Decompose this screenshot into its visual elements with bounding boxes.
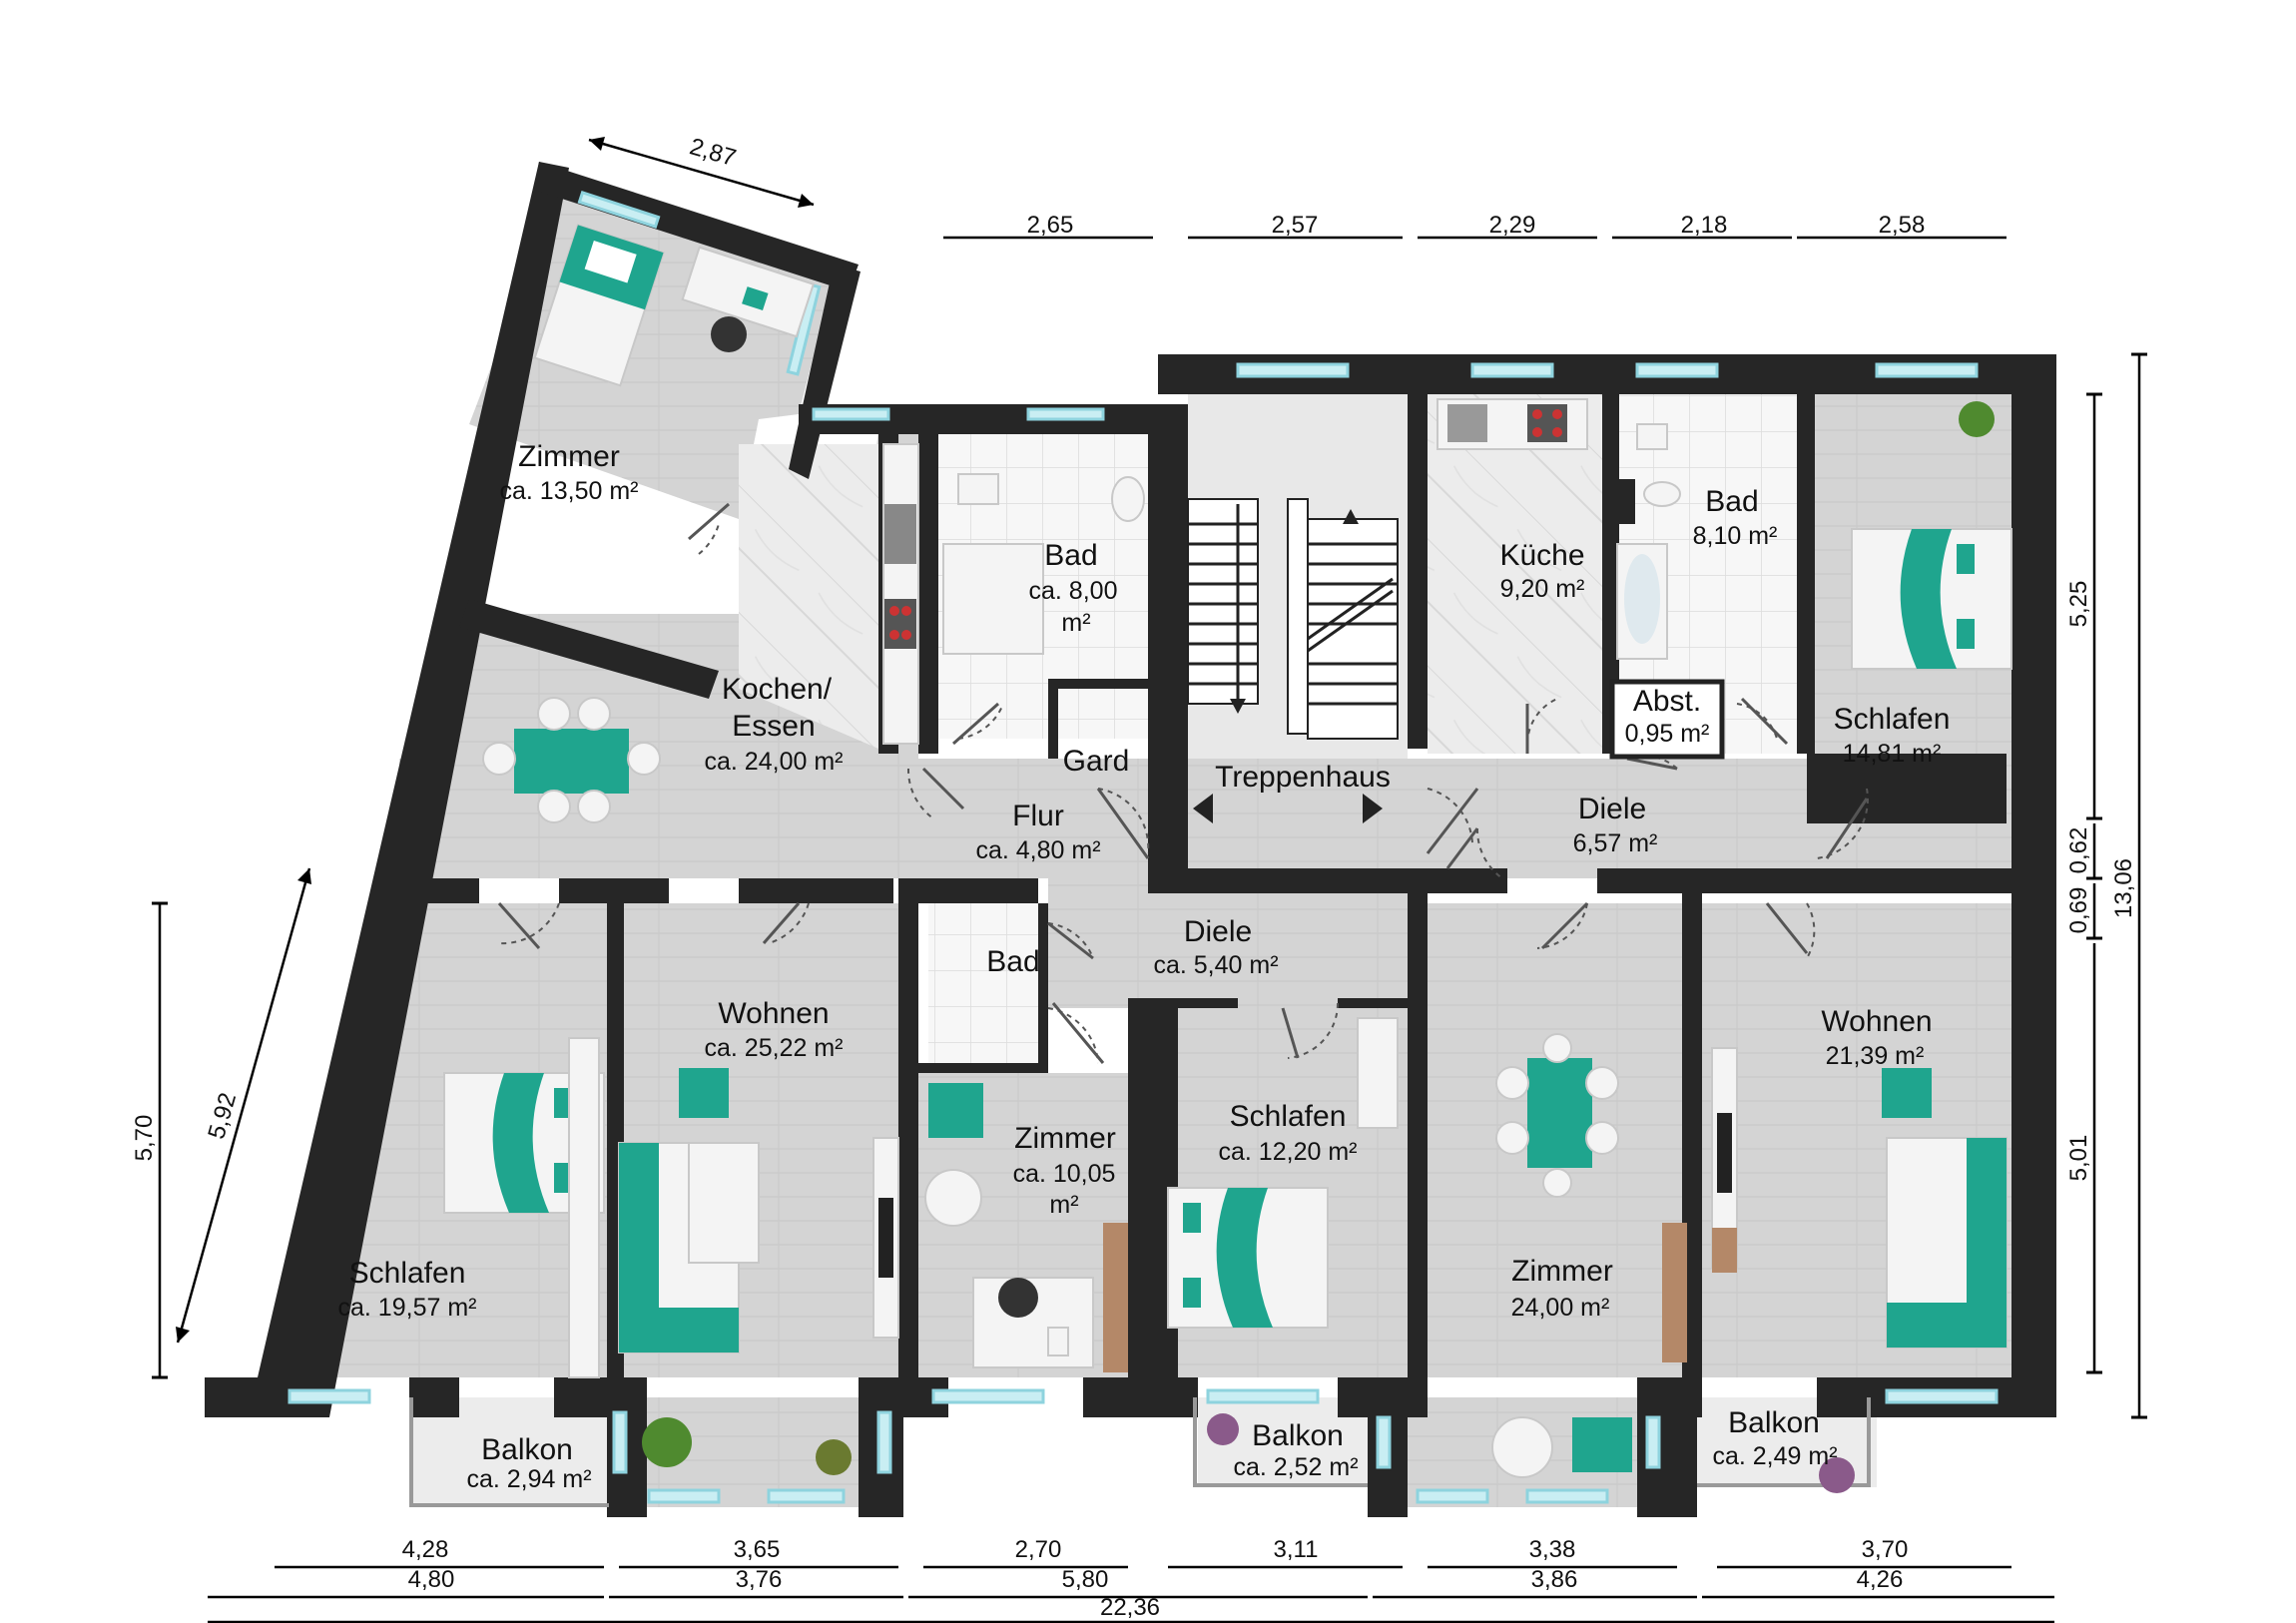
room-name-diele-c: Diele xyxy=(1184,915,1252,948)
room-name-gard: Gard xyxy=(1063,745,1130,778)
room-name-bad-1: Bad xyxy=(1044,539,1097,572)
dim-bottom-row2: 4,80 3,76 5,80 3,86 4,26 xyxy=(208,1566,2054,1599)
room-area-bad-1-line2: m² xyxy=(1061,609,1090,637)
dim-top-row: 2,65 2,57 2,29 2,18 2,58 xyxy=(943,212,2007,240)
room-name-flur: Flur xyxy=(1012,800,1064,832)
dim-bottom1-1: 4,28 xyxy=(402,1536,449,1563)
dim-bottom2-4: 3,86 xyxy=(1531,1566,1578,1593)
dim-right-1: 5,25 xyxy=(2065,581,2092,628)
room-name-zimmer-nw: Zimmer xyxy=(518,440,620,473)
dim-bottom1-6: 3,70 xyxy=(1862,1536,1909,1563)
dim-right-4: 5,01 xyxy=(2065,1135,2092,1182)
dim-bottom1-3: 2,70 xyxy=(1015,1536,1062,1563)
room-area-zimmer-c-line1: ca. 10,05 xyxy=(1013,1160,1116,1188)
room-area-kochen: ca. 24,00 m² xyxy=(705,748,844,776)
room-area-wohnen-1: ca. 25,22 m² xyxy=(705,1034,844,1062)
room-name-balkon-3: Balkon xyxy=(1728,1406,1820,1439)
room-name-bad-3: Bad xyxy=(986,945,1039,978)
room-name-zimmer-se: Zimmer xyxy=(1511,1255,1613,1288)
room-name-kochen-line2: Essen xyxy=(732,710,815,743)
dim-bottom2-3: 5,80 xyxy=(1062,1566,1109,1593)
room-area-schlafen-ne: 14,81 m² xyxy=(1843,740,1942,768)
room-name-schlafen-ne: Schlafen xyxy=(1834,703,1951,736)
staircase xyxy=(1187,498,1399,823)
room-area-flur: ca. 4,80 m² xyxy=(975,836,1100,864)
dim-top-4: 2,18 xyxy=(1681,212,1728,239)
dim-right-3: 0,69 xyxy=(2065,887,2092,934)
room-name-wohnen-1: Wohnen xyxy=(718,997,829,1030)
dim-top-5: 2,58 xyxy=(1879,212,1926,239)
room-area-abst: 0,95 m² xyxy=(1625,720,1710,748)
room-name-balkon-1: Balkon xyxy=(481,1433,573,1466)
room-area-diele-e: 6,57 m² xyxy=(1573,829,1658,857)
room-area-kueche: 9,20 m² xyxy=(1500,575,1585,603)
furniture xyxy=(443,224,2012,1493)
room-name-schlafen-sw: Schlafen xyxy=(349,1257,466,1290)
dim-left-vert: 5,70 xyxy=(131,1115,158,1162)
dim-top-diag: 2,87 xyxy=(687,133,739,172)
dim-bottom2-2: 3,76 xyxy=(736,1566,783,1593)
room-name-abst: Abst. xyxy=(1633,685,1701,718)
dim-top-1: 2,65 xyxy=(1027,212,1074,239)
room-name-wohnen-2: Wohnen xyxy=(1821,1005,1932,1038)
room-name-schlafen-c: Schlafen xyxy=(1230,1100,1347,1133)
room-area-balkon-1: ca. 2,94 m² xyxy=(466,1465,591,1493)
room-area-balkon-3: ca. 2,49 m² xyxy=(1712,1442,1837,1470)
doors xyxy=(497,502,1869,1064)
dim-bottom1-2: 3,65 xyxy=(734,1536,781,1563)
dim-bottom2-1: 4,80 xyxy=(408,1566,455,1593)
room-labels: Zimmer ca. 13,50 m² Kochen/ Essen ca. 24… xyxy=(338,440,1951,1493)
room-area-schlafen-c: ca. 12,20 m² xyxy=(1219,1138,1358,1166)
room-name-balkon-2: Balkon xyxy=(1252,1419,1344,1452)
room-area-schlafen-sw: ca. 19,57 m² xyxy=(338,1294,477,1322)
room-area-zimmer-c-line2: m² xyxy=(1049,1191,1078,1219)
room-area-bad-2: 8,10 m² xyxy=(1693,522,1778,550)
room-area-zimmer-se: 24,00 m² xyxy=(1511,1294,1610,1322)
room-area-bad-1-line1: ca. 8,00 xyxy=(1029,577,1118,605)
room-name-bad-2: Bad xyxy=(1705,485,1758,518)
dim-bottom2-5: 4,26 xyxy=(1857,1566,1904,1593)
dim-right-total: 13,06 xyxy=(2110,858,2137,918)
room-name-treppenhaus: Treppenhaus xyxy=(1215,761,1391,794)
dim-bottom1-5: 3,38 xyxy=(1529,1536,1576,1563)
room-area-zimmer-nw: ca. 13,50 m² xyxy=(500,477,639,505)
abst-box xyxy=(1609,679,1725,760)
room-name-zimmer-c: Zimmer xyxy=(1014,1122,1116,1155)
dim-top-3: 2,29 xyxy=(1489,212,1536,239)
room-name-diele-e: Diele xyxy=(1578,793,1646,825)
dim-right-2: 0,62 xyxy=(2065,827,2092,874)
room-area-diele-c: ca. 5,40 m² xyxy=(1153,951,1278,979)
windows xyxy=(287,190,1999,1504)
room-name-kueche: Küche xyxy=(1499,539,1584,572)
dim-bottom-total: 22,36 xyxy=(1100,1594,1160,1621)
dim-top-2: 2,57 xyxy=(1272,212,1319,239)
dim-bottom1-4: 3,11 xyxy=(1274,1536,1319,1563)
dim-ticks xyxy=(152,352,2147,1419)
room-name-kochen-line1: Kochen/ xyxy=(722,673,833,706)
dimension-lines: 2,87 2,65 2,57 2,29 2,18 2,58 5,25 0,62 … xyxy=(131,133,2147,1623)
dim-bottom-row1: 4,28 3,65 2,70 3,11 3,38 3,70 xyxy=(275,1536,2011,1569)
room-area-wohnen-2: 21,39 m² xyxy=(1826,1042,1925,1070)
room-area-balkon-2: ca. 2,52 m² xyxy=(1233,1453,1358,1481)
